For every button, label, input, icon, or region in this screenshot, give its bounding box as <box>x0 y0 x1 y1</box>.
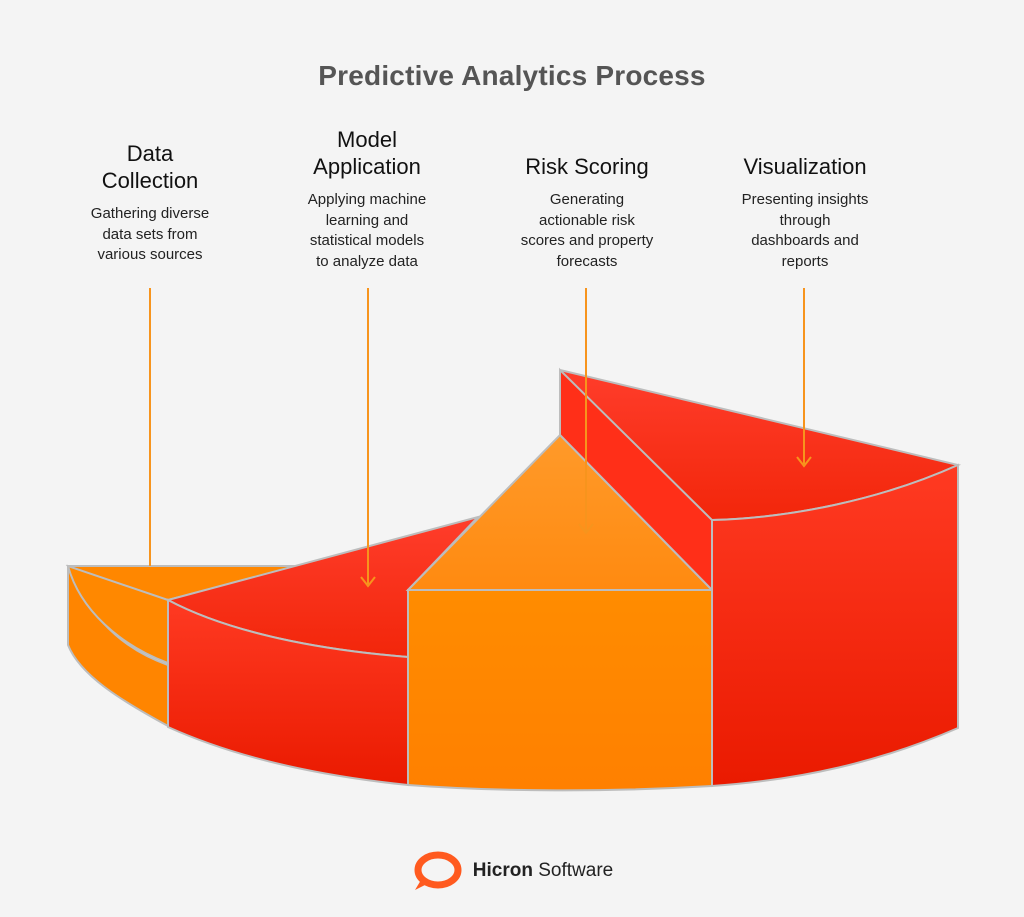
step-desc-line: scores and property <box>520 232 654 249</box>
segment-visualization <box>559 367 962 788</box>
step-title-line: Data <box>126 141 174 166</box>
step-model-application: Model Application Applying machine learn… <box>277 126 457 272</box>
step-desc-line: statistical models <box>309 232 425 249</box>
brand-name: Hicron Software <box>473 860 613 882</box>
step-description: Presenting insights through dashboards a… <box>715 190 895 272</box>
step-desc-line: Gathering diverse <box>90 205 210 222</box>
brand-footer: Hicron Software <box>0 850 1024 892</box>
step-desc-line: actionable risk <box>539 211 635 229</box>
step-title: Data Collection <box>60 140 240 194</box>
step-desc-line: learning and <box>325 211 409 229</box>
arrow-down-icon <box>796 288 812 468</box>
step-title: Model Application <box>277 126 457 180</box>
step-description: Applying machine learning and statistica… <box>277 190 457 272</box>
step-desc-line: Applying machine <box>307 191 427 208</box>
step-desc-line: data sets from <box>102 225 198 243</box>
step-description: Generating actionable risk scores and pr… <box>497 190 677 272</box>
step-title-line: Collection <box>101 168 199 193</box>
step-desc-line: Presenting insights <box>741 191 869 208</box>
brand-name-bold: Hicron <box>472 860 533 881</box>
step-title: Visualization <box>715 153 895 180</box>
step-risk-scoring: Risk Scoring Generating actionable risk … <box>497 153 677 272</box>
hicron-logo-icon <box>414 851 462 890</box>
segment-risk-scoring <box>405 433 715 792</box>
arrow-down-icon <box>360 288 376 588</box>
step-title-line: Application <box>313 154 421 179</box>
step-data-collection: Data Collection Gathering diverse data s… <box>60 140 240 266</box>
step-visualization: Visualization Presenting insights throug… <box>715 153 895 272</box>
step-desc-line: to analyze data <box>316 252 418 270</box>
step-title-line: Visualization <box>743 154 867 179</box>
step-desc-line: reports <box>781 252 829 270</box>
step-title: Risk Scoring <box>497 153 677 180</box>
brand-name-regular: Software <box>538 860 614 881</box>
step-title-line: Model <box>337 127 397 152</box>
diagram-title: Predictive Analytics Process <box>318 60 706 91</box>
arrow-down-icon <box>578 288 594 535</box>
pointer-arrows <box>149 288 812 588</box>
segment-data-collection <box>65 564 301 728</box>
step-desc-line: dashboards and <box>751 232 859 249</box>
step-desc-line: various sources <box>97 246 203 263</box>
step-desc-line: Generating <box>549 191 625 208</box>
step-description: Gathering diverse data sets from various… <box>60 204 240 266</box>
step-desc-line: through <box>779 211 831 229</box>
step-desc-line: forecasts <box>556 252 618 270</box>
segment-3-side <box>407 589 713 792</box>
step-title-line: Risk Scoring <box>525 154 649 179</box>
segment-4-side <box>711 463 959 788</box>
